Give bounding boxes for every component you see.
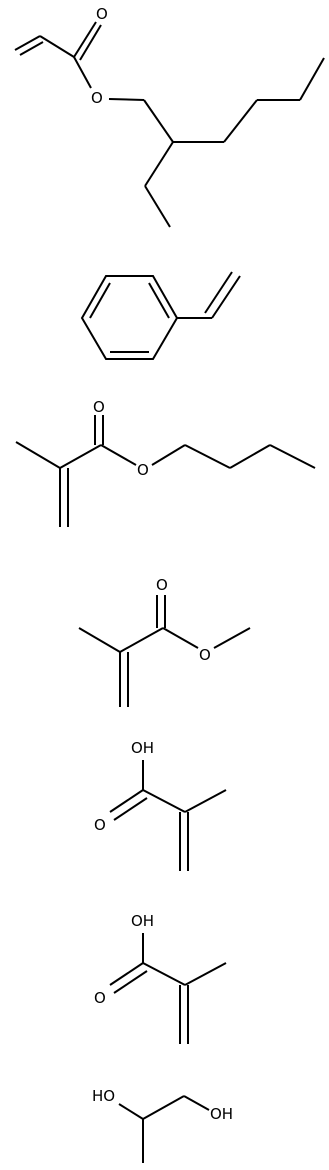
carbonyl-oxygen-label: O — [94, 989, 106, 1007]
hydroxyl-label-right: OH — [210, 1105, 233, 1123]
hydroxyl-label-left: HO — [92, 1087, 115, 1105]
ester-oxygen-label: O — [199, 646, 211, 664]
hydroxyl-label: OH — [131, 739, 154, 757]
carbonyl-oxygen-label: O — [156, 576, 168, 594]
molecule-propylene-glycol: HO OH — [92, 1087, 233, 1163]
hydroxyl-label: OH — [131, 912, 154, 930]
carbonyl-oxygen-label: O — [96, 5, 108, 23]
molecule-methacrylic-acid-1: OH O — [94, 739, 227, 871]
molecule-butyl-methacrylate: O O — [15, 398, 316, 527]
ester-oxygen-label: O — [137, 461, 149, 479]
molecule-2-ethylhexyl-acrylate: O O — [14, 5, 325, 228]
molecule-styrene — [80, 271, 241, 360]
molecule-methyl-methacrylate: O O — [78, 576, 251, 707]
carbonyl-oxygen-label: O — [94, 816, 106, 834]
molecule-methacrylic-acid-2: OH O — [94, 912, 227, 1044]
ester-oxygen-label: O — [91, 89, 103, 107]
carbonyl-oxygen-label: O — [93, 398, 105, 416]
